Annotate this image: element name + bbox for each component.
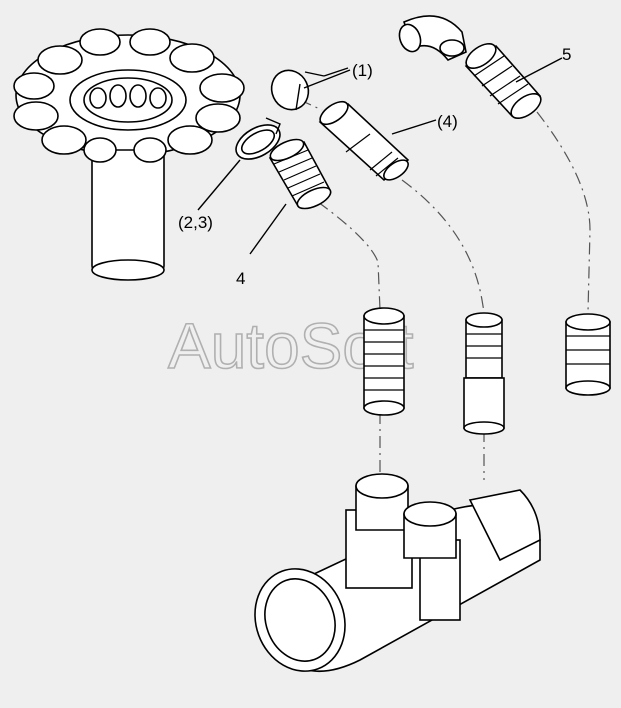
- axis-line-left: [317, 201, 381, 311]
- leader-23: [197, 159, 241, 211]
- leader-4a: [391, 119, 437, 135]
- leader-lines: [197, 57, 563, 255]
- wheel-tube-end: [91, 259, 165, 281]
- leader-5: [515, 57, 563, 83]
- wheel-front-cup-left: [83, 137, 117, 163]
- assembly-axis-lines: [299, 99, 591, 480]
- callout-2-3: (2,3): [178, 213, 213, 232]
- lower-ribbed-sleeve: [565, 313, 611, 396]
- tee-right-end: [468, 489, 541, 562]
- callout-4-hose: 4: [236, 269, 245, 288]
- wheel-hub-inner: [83, 77, 173, 123]
- part-1-wire-clip: [270, 67, 349, 111]
- part-4-straight-adapter: [318, 100, 410, 182]
- lower-adapter: [463, 312, 505, 435]
- tee-fitting: [254, 473, 541, 673]
- leader-1: [303, 69, 351, 89]
- callout-4-adapter: (4): [437, 112, 458, 131]
- wheel-tube: [91, 149, 165, 271]
- axis-line-right: [536, 111, 591, 313]
- distributor-wheel: [13, 28, 245, 281]
- part-2-3-hose-clamp: [235, 117, 281, 160]
- axis-line-middle: [401, 179, 485, 313]
- leader-4b: [249, 203, 287, 255]
- wheel-hub-ports: [89, 84, 167, 109]
- part-5-ribbed-sleeve: [464, 42, 542, 120]
- wheel-cups: [13, 28, 245, 155]
- lower-ribbed-hose: [363, 307, 405, 416]
- part-4-corrugated-hose: [268, 138, 332, 210]
- wheel-front-cup-right: [133, 137, 167, 163]
- callout-1: (1): [352, 61, 373, 80]
- callout-5: 5: [562, 45, 571, 64]
- part-5-elbow: [398, 15, 467, 61]
